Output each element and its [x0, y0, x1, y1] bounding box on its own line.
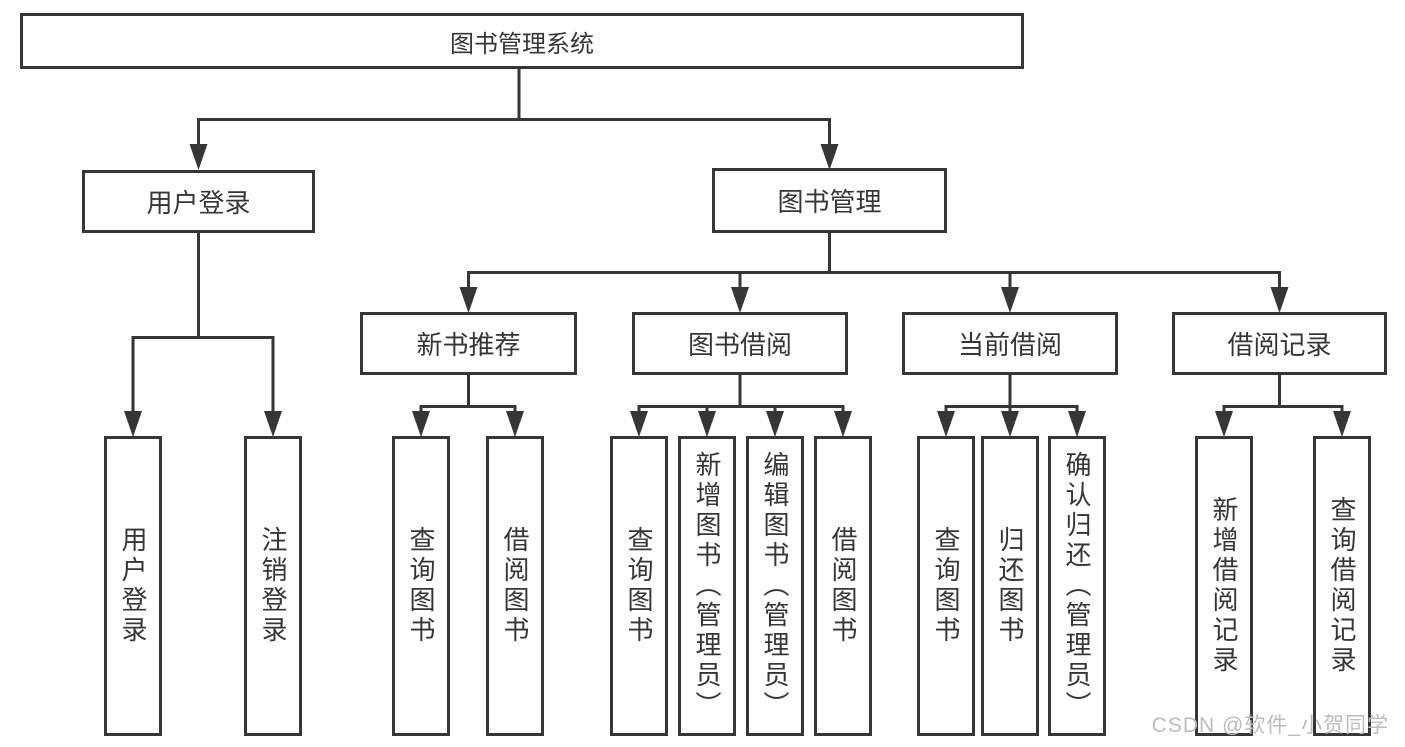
leaf-add-borrow-record: 新增借阅记录 — [1195, 436, 1253, 736]
leaf-logout: 注销登录 — [244, 436, 302, 736]
leaf-user-login: 用户登录 — [104, 436, 162, 736]
leaf-query-book: 查询图书 — [392, 436, 450, 736]
node-new-book-recommend: 新书推荐 — [360, 312, 577, 375]
leaf-edit-book-admin: 编辑图书（管理员） — [746, 436, 804, 736]
leaf-label: 确认归还（管理员） — [1062, 451, 1092, 721]
leaf-label: 查询图书 — [624, 526, 654, 646]
leaf-label: 注销登录 — [258, 526, 288, 646]
leaf-label: 查询图书 — [931, 526, 961, 646]
leaf-label: 查询图书 — [406, 526, 436, 646]
node-root: 图书管理系统 — [20, 13, 1024, 69]
leaf-return-book: 归还图书 — [981, 436, 1039, 736]
node-current-borrow: 当前借阅 — [902, 312, 1118, 375]
leaf-borrow-book: 借阅图书 — [814, 436, 872, 736]
leaf-query-borrow-record: 查询借阅记录 — [1313, 436, 1371, 736]
node-book-borrow: 图书借阅 — [632, 312, 848, 375]
node-book-management: 图书管理 — [712, 168, 947, 233]
arrowheads — [124, 144, 1351, 437]
leaf-query-book: 查询图书 — [917, 436, 975, 736]
leaf-borrow-book: 借阅图书 — [486, 436, 544, 736]
node-user-login: 用户登录 — [82, 170, 315, 233]
leaf-label: 新增借阅记录 — [1209, 496, 1239, 676]
leaf-label: 编辑图书（管理员） — [760, 451, 790, 721]
node-borrow-records: 借阅记录 — [1172, 312, 1387, 375]
leaf-confirm-return-admin: 确认归还（管理员） — [1048, 436, 1106, 736]
leaf-label: 归还图书 — [995, 526, 1025, 646]
leaf-query-book: 查询图书 — [610, 436, 668, 736]
leaf-label: 借阅图书 — [828, 526, 858, 646]
leaf-add-book-admin: 新增图书（管理员） — [678, 436, 736, 736]
leaf-label: 用户登录 — [118, 526, 148, 646]
leaf-label: 借阅图书 — [500, 526, 530, 646]
csdn-watermark: CSDN @软件_小贺同学 — [1151, 714, 1389, 737]
leaf-label: 查询借阅记录 — [1327, 496, 1357, 676]
leaf-label: 新增图书（管理员） — [692, 451, 722, 721]
